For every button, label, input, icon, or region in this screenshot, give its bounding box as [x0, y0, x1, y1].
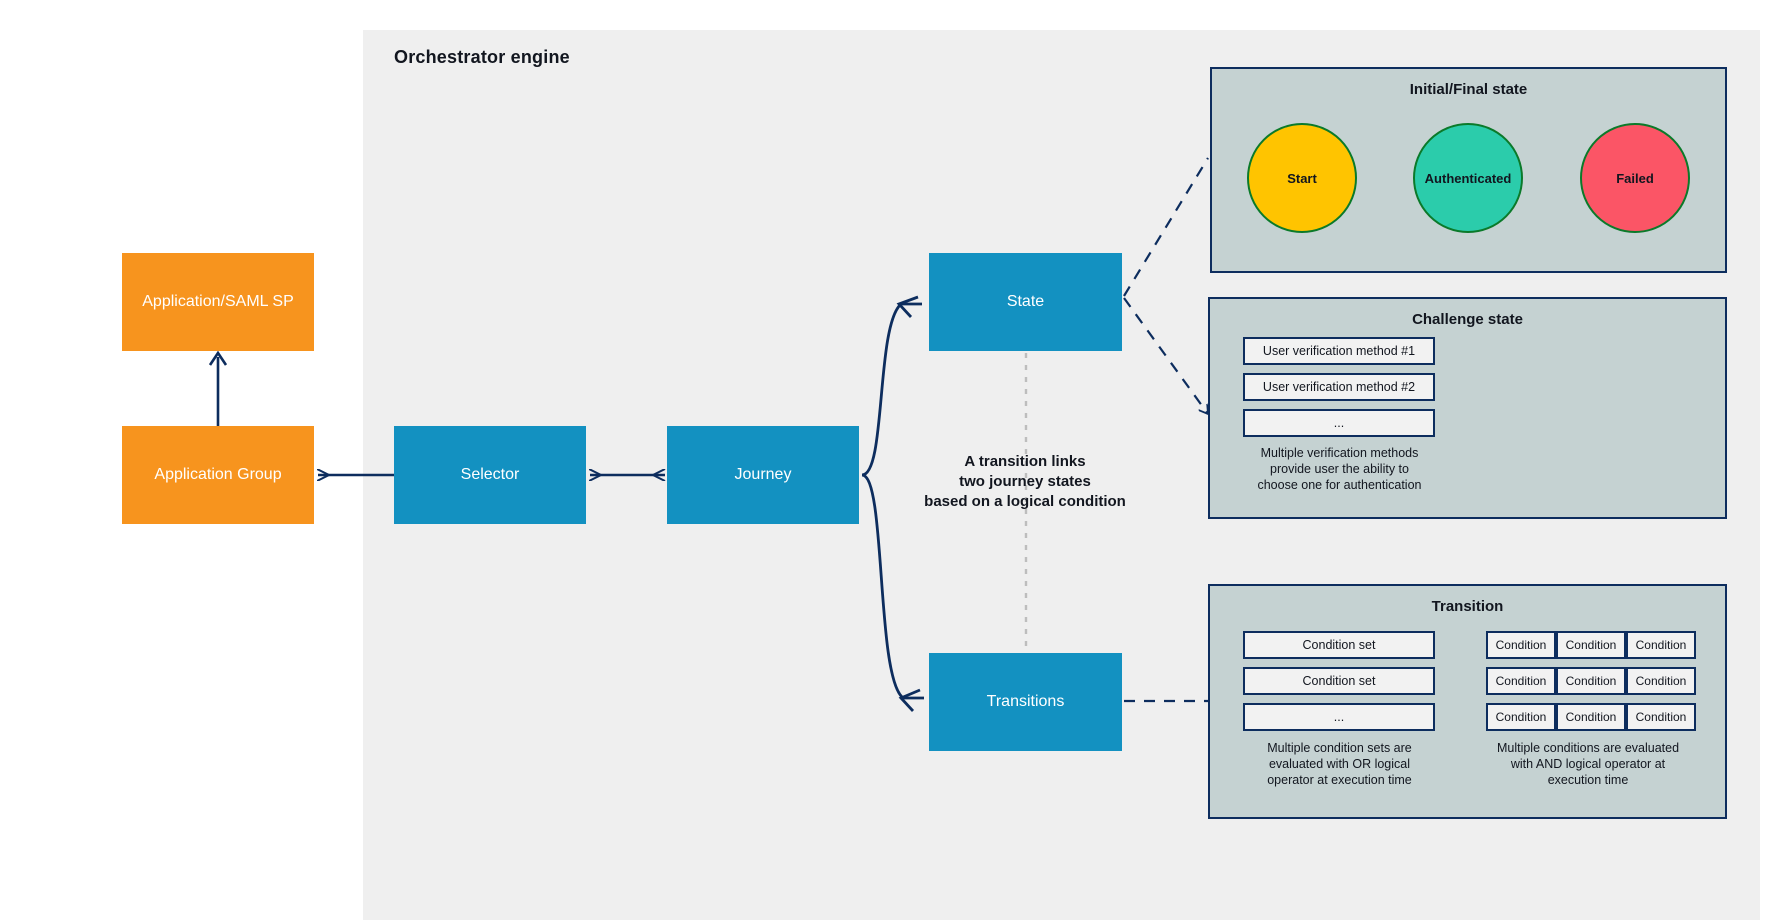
- item-label: Condition: [1565, 674, 1617, 688]
- panel-title: Initial/Final state: [1409, 81, 1528, 98]
- note-line-3: operator at execution time: [1267, 773, 1412, 787]
- state-circle-start[interactable]: Start: [1247, 123, 1357, 233]
- transition-caption-line-2: two journey states: [959, 472, 1091, 490]
- condition-cell[interactable]: Condition: [1626, 703, 1696, 731]
- note-line-1: Multiple verification methods: [1260, 446, 1419, 460]
- condition-cell[interactable]: Condition: [1556, 703, 1626, 731]
- item-label: Condition: [1565, 710, 1617, 724]
- transition-caption: A transition links two journey states ba…: [880, 452, 1170, 511]
- item-label: Condition: [1495, 638, 1547, 652]
- orchestrator-engine-title: Orchestrator engine: [394, 47, 570, 67]
- item-label: User verification method #2: [1262, 380, 1416, 394]
- condition-set-item[interactable]: ...: [1243, 703, 1435, 731]
- transition-caption-line-3: based on a logical condition: [924, 492, 1126, 510]
- item-label: ...: [1333, 710, 1345, 724]
- state-circle-failed[interactable]: Failed: [1580, 123, 1690, 233]
- node-application-group[interactable]: Application Group: [122, 426, 314, 524]
- verification-method-item[interactable]: ...: [1243, 409, 1435, 437]
- condition-cell[interactable]: Condition: [1486, 667, 1556, 695]
- panel-challenge-state: Challenge state: [1208, 297, 1727, 519]
- note-line-3: execution time: [1547, 773, 1629, 787]
- node-application-saml-sp[interactable]: Application/SAML SP: [122, 253, 314, 351]
- condition-sets-note: Multiple condition sets are evaluated wi…: [1227, 740, 1452, 788]
- node-state[interactable]: State: [929, 253, 1122, 351]
- item-label: Condition: [1635, 674, 1687, 688]
- state-circle-authenticated[interactable]: Authenticated: [1413, 123, 1523, 233]
- item-label: Condition set: [1302, 674, 1376, 688]
- verification-method-item[interactable]: User verification method #2: [1243, 373, 1435, 401]
- state-circle-label: Authenticated: [1424, 170, 1512, 186]
- node-selector[interactable]: Selector: [394, 426, 586, 524]
- conditions-note: Multiple conditions are evaluated with A…: [1472, 740, 1704, 788]
- item-label: Condition set: [1302, 638, 1376, 652]
- condition-cell[interactable]: Condition: [1486, 703, 1556, 731]
- node-journey[interactable]: Journey: [667, 426, 859, 524]
- note-line-3: choose one for authentication: [1257, 478, 1422, 492]
- panel-title: Transition: [1431, 598, 1504, 615]
- node-transitions[interactable]: Transitions: [929, 653, 1122, 751]
- item-label: Condition: [1635, 710, 1687, 724]
- item-label: Condition: [1635, 638, 1687, 652]
- condition-set-item[interactable]: Condition set: [1243, 667, 1435, 695]
- node-label: State: [1006, 293, 1045, 310]
- node-label: Journey: [734, 466, 792, 483]
- challenge-state-note: Multiple verification methods provide us…: [1227, 445, 1452, 493]
- transition-caption-line-1: A transition links: [964, 453, 1086, 470]
- item-label: Condition: [1565, 638, 1617, 652]
- condition-cell[interactable]: Condition: [1486, 631, 1556, 659]
- condition-cell[interactable]: Condition: [1556, 667, 1626, 695]
- node-label: Transitions: [986, 693, 1065, 710]
- note-line-2: evaluated with OR logical: [1268, 757, 1411, 771]
- state-circle-label: Start: [1287, 170, 1317, 186]
- node-label: Application Group: [154, 466, 282, 483]
- item-label: ...: [1333, 416, 1345, 430]
- node-label: Selector: [460, 466, 520, 483]
- note-line-1: Multiple condition sets are: [1267, 741, 1412, 755]
- panel-transition: Transition: [1208, 584, 1727, 819]
- panel-title: Challenge state: [1412, 311, 1523, 328]
- verification-method-item[interactable]: User verification method #1: [1243, 337, 1435, 365]
- note-line-2: with AND logical operator at: [1510, 757, 1666, 771]
- state-circle-label: Failed: [1616, 170, 1654, 186]
- condition-set-item[interactable]: Condition set: [1243, 631, 1435, 659]
- item-label: Condition: [1495, 710, 1547, 724]
- note-line-2: provide user the ability to: [1270, 462, 1409, 476]
- condition-cell[interactable]: Condition: [1626, 667, 1696, 695]
- condition-cell[interactable]: Condition: [1626, 631, 1696, 659]
- item-label: Condition: [1495, 674, 1547, 688]
- item-label: User verification method #1: [1262, 344, 1416, 358]
- node-label: Application/SAML SP: [142, 293, 294, 310]
- condition-cell[interactable]: Condition: [1556, 631, 1626, 659]
- note-line-1: Multiple conditions are evaluated: [1496, 741, 1680, 755]
